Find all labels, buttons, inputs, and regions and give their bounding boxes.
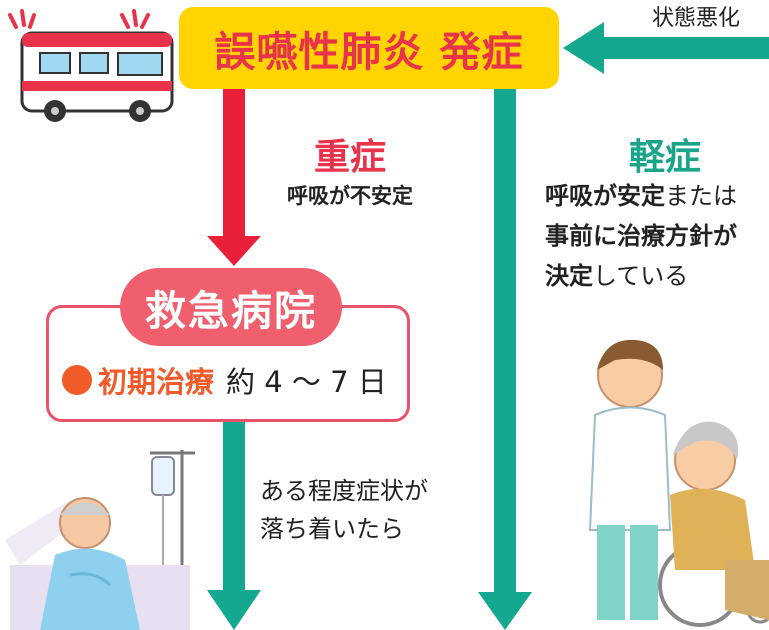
severe-arrow: [207, 89, 261, 266]
treatment-duration: 約 4 ～ 7 日: [226, 365, 387, 399]
hospital-bed-patient-icon: [5, 450, 195, 630]
mild-line2-bold: 事前に治療方針が: [545, 222, 737, 250]
after-line1: ある程度症状が: [260, 477, 428, 505]
after-stabilization-text: ある程度症状が 落ち着いたら: [260, 472, 428, 548]
deterioration-arrow: [563, 22, 769, 74]
caregiver-wheelchair-icon: [588, 339, 769, 627]
mild-line1-rest: または: [665, 182, 737, 210]
mild-description: 呼吸が安定または 事前に治療方針が 決定している: [545, 176, 769, 296]
severe-title: 重症: [313, 137, 386, 178]
mild-title: 軽症: [628, 137, 701, 178]
severe-condition: 呼吸が不安定: [287, 184, 413, 208]
onset-banner: 誤嚥性肺炎 発症: [179, 7, 559, 89]
mild-line1-bold: 呼吸が安定: [545, 182, 665, 210]
discharge-arrow: [207, 422, 261, 630]
after-line2: 落ち着いたら: [260, 515, 404, 543]
mild-line3-rest: している: [593, 262, 689, 290]
bullet-dot-icon: [62, 365, 92, 395]
hospital-name: 救急病院: [120, 268, 342, 346]
deterioration-label: 状態悪化: [652, 6, 741, 31]
initial-treatment: 初期治療 約 4 ～ 7 日: [62, 360, 387, 400]
treatment-label: 初期治療: [98, 365, 215, 399]
severe-section: 重症: [280, 128, 420, 180]
mild-arrow: [478, 89, 532, 630]
mild-line3-bold: 決定: [545, 262, 593, 290]
ambulance-icon: [8, 9, 174, 122]
